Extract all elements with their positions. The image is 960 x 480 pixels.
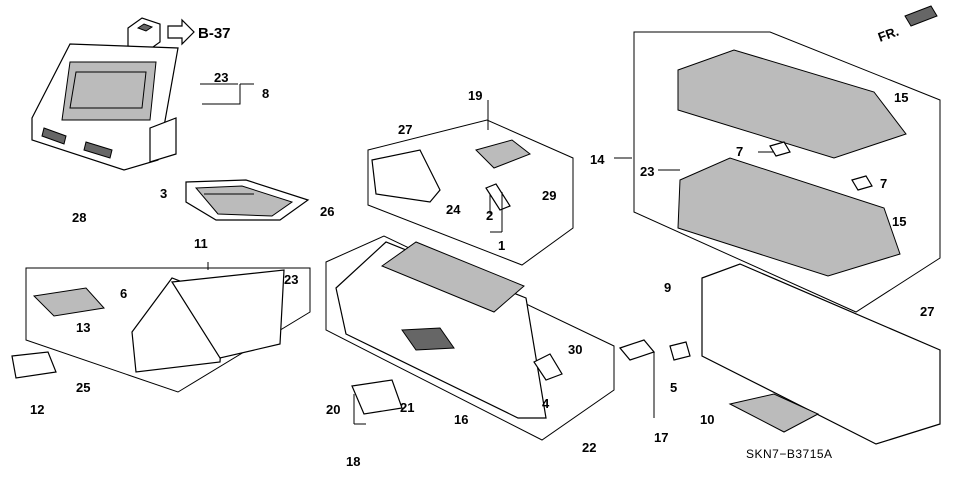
direction-label: FR. [876,24,901,45]
callout-30: 30 [568,342,582,357]
callout-5: 5 [670,380,677,395]
callout-17: 17 [654,430,668,445]
callout-15-bottom: 15 [892,214,906,229]
upper-dash-panel [31,43,179,171]
callout-10: 10 [700,412,714,427]
callout-7-right: 7 [880,176,887,191]
leader-lines [200,83,774,425]
callout-3: 3 [160,186,167,201]
callout-7-left: 7 [736,144,743,159]
callout-25: 25 [76,380,90,395]
callout-27-top: 27 [398,122,412,137]
callout-8: 8 [262,86,269,101]
callout-23-right: 23 [284,272,298,287]
callout-18: 18 [346,454,360,469]
callout-22: 22 [582,440,596,455]
ref-code: B-37 [198,25,231,42]
callout-11: 11 [194,236,208,251]
callout-1: 1 [498,238,505,253]
callout-labels: 1 2 3 4 5 6 7 7 8 9 10 11 12 13 14 15 15… [30,70,934,469]
callout-29: 29 [542,188,556,203]
callout-15-top: 15 [894,90,908,105]
callout-23-panel: 23 [640,164,654,179]
center-bracket-box [367,119,574,266]
lower-bracket-frame [185,179,310,221]
callout-9: 9 [664,280,671,295]
callout-23-top: 23 [214,70,228,85]
small-box-frame [11,267,311,393]
callout-20: 20 [326,402,340,417]
callout-16: 16 [454,412,468,427]
callout-27-right: 27 [920,304,934,319]
callout-24: 24 [446,202,461,217]
callout-2: 2 [486,208,493,223]
callout-19: 19 [468,88,482,103]
diagram-code: SKN7−B3715A [746,447,833,461]
callout-26: 26 [320,204,334,219]
callout-4: 4 [542,396,550,411]
callout-14: 14 [590,152,605,167]
glovebox-frame [325,235,615,441]
callout-12: 12 [30,402,44,417]
callout-6: 6 [120,286,127,301]
top-panel-frame [618,31,941,445]
callout-13: 13 [76,320,90,335]
callout-28: 28 [72,210,86,225]
callout-21: 21 [400,400,414,415]
fr-arrow-block: FR. [876,5,938,45]
ref-block: B-37 [127,17,231,53]
